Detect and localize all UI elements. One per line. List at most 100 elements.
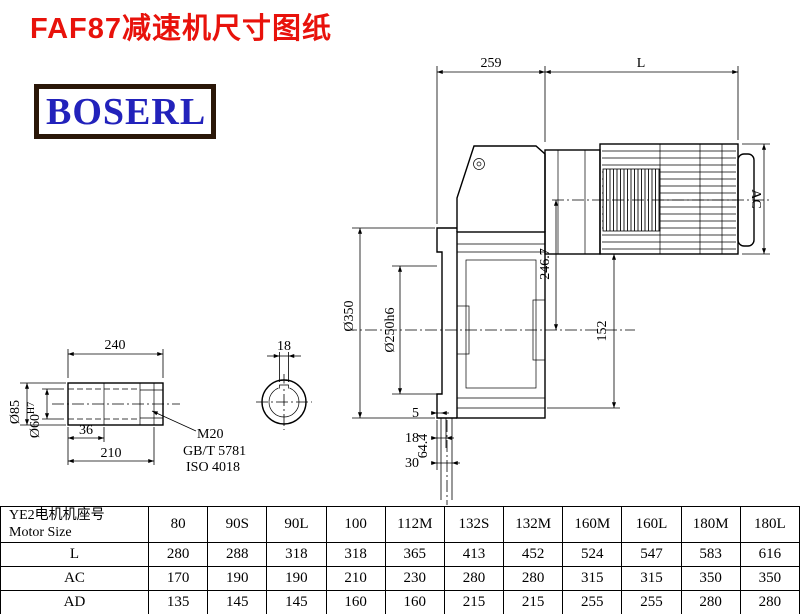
- boserl-logo: BOSERL: [34, 84, 216, 139]
- motor-stator: [602, 168, 661, 232]
- dimension-cell: 315: [562, 566, 623, 591]
- boserl-logo-text: BOSERL: [46, 90, 207, 133]
- dimension-cell: 190: [266, 566, 327, 591]
- dim-bore-60-value: Ø60: [28, 414, 43, 438]
- dimension-cell: 215: [503, 590, 564, 614]
- dimension-cell: 288: [207, 542, 268, 567]
- dimension-cell: 452: [503, 542, 564, 567]
- motor-adapter: [544, 149, 601, 255]
- dim-36: 36: [79, 423, 93, 438]
- row-label: L: [0, 542, 149, 567]
- frame-size-col-header: 160M: [562, 506, 623, 543]
- dimension-cell: 210: [325, 566, 386, 591]
- standard-gbt-label: GB/T 5781: [183, 444, 246, 459]
- dimension-cell: 280: [147, 542, 209, 567]
- bore-hidden-lines: [68, 388, 140, 420]
- bottom-dim-connectors: [437, 412, 452, 464]
- dim-keyway-18: 18: [277, 339, 291, 354]
- dimension-cell: 215: [443, 590, 505, 614]
- dimension-cell: 524: [562, 542, 623, 567]
- dimension-cell: 318: [266, 542, 327, 567]
- dimension-cell: 583: [680, 542, 741, 567]
- frame-size-col-header: 90L: [266, 506, 327, 543]
- dim-bore-60-tolerance: H7: [26, 402, 37, 414]
- dimension-cell: 350: [739, 566, 800, 591]
- row-label: AD: [0, 590, 149, 614]
- dim-240: 240: [105, 338, 126, 353]
- keyway-section-view: 18: [256, 339, 312, 430]
- frame-size-col-header: 90S: [207, 506, 268, 543]
- dim-210: 210: [101, 446, 122, 461]
- thread-leader-line: [151, 410, 197, 432]
- housing-detail-lines: [457, 243, 545, 409]
- dim-30: 30: [405, 456, 419, 471]
- motor-fins: [602, 150, 736, 250]
- thread-label: M20: [197, 427, 223, 442]
- keyway-notch: [279, 384, 289, 389]
- dimension-cell: 255: [621, 590, 682, 614]
- frame-size-col-header: 160L: [621, 506, 682, 543]
- frame-size-col-header: 132S: [443, 506, 505, 543]
- shaft-end-detail: [140, 383, 163, 425]
- dim-259: 259: [481, 56, 502, 71]
- dim-motor-length-L: L: [637, 56, 646, 71]
- keyway-mask: [278, 383, 290, 389]
- page-title: FAF87减速机尺寸图纸: [30, 13, 333, 45]
- frame-size-col-header: 180M: [680, 506, 741, 543]
- dim-shaft-od-85: Ø85: [8, 400, 23, 424]
- dim-240-extension-lines: [67, 349, 164, 378]
- shaft-detail-view: 240 Ø85 Ø60H7 36 210 M20 GB/T 5781 ISO 4…: [8, 338, 246, 475]
- dim-36-extension-lines: [67, 427, 105, 465]
- output-flange: [436, 227, 457, 419]
- dimension-cell: 315: [621, 566, 682, 591]
- dimension-cell: 616: [739, 542, 800, 567]
- motor-body-lines: [659, 144, 723, 254]
- motor: [544, 143, 755, 255]
- dim-64-4: 64.4: [416, 434, 431, 459]
- standard-iso-label: ISO 4018: [186, 460, 240, 475]
- section-outer-circle: [261, 379, 307, 425]
- bottom-extension-lines: [436, 418, 453, 500]
- dimension-cell: 413: [443, 542, 505, 567]
- dimension-cell: 135: [147, 590, 209, 614]
- lifting-eye-icon: [473, 158, 485, 170]
- dimension-cell: 255: [562, 590, 623, 614]
- frame-size-col-header: 112M: [384, 506, 445, 543]
- top-extension-lines: [436, 66, 739, 224]
- dimension-cell: 318: [325, 542, 386, 567]
- motor-size-header-en: Motor Size: [9, 524, 72, 540]
- dim-AC: AC: [748, 189, 763, 208]
- dimension-cell: 160: [384, 590, 445, 614]
- dimension-cell: 145: [266, 590, 327, 614]
- frame-size-col-header: 180L: [739, 506, 800, 543]
- shaft-end-section: [139, 382, 164, 426]
- section-centerlines: [256, 374, 312, 430]
- dimension-cell: 280: [680, 590, 741, 614]
- dimension-cell: 230: [384, 566, 445, 591]
- dim-bore-60: Ø60H7: [26, 402, 43, 438]
- row-label: AC: [0, 566, 149, 591]
- lifting-eye-hole: [476, 161, 482, 167]
- dimension-cell: 280: [503, 566, 564, 591]
- main-view: [436, 145, 546, 419]
- frame-size-col-header: 100: [325, 506, 386, 543]
- gearbox-upper-housing: [456, 145, 546, 232]
- dimension-cell: 160: [325, 590, 386, 614]
- dimension-cell: 365: [384, 542, 445, 567]
- motor-size-header-cn: YE2电机机座号: [9, 507, 105, 523]
- dim-5: 5: [412, 406, 419, 421]
- dim-152: 152: [595, 321, 610, 342]
- dimension-cell: 190: [207, 566, 268, 591]
- motor-adapter-lines: [557, 150, 586, 254]
- main-dimensions: 259 L AC Ø350 Ø250h6 246.7 152: [342, 56, 770, 500]
- dimension-cell: 145: [207, 590, 268, 614]
- centerlines: [345, 199, 770, 505]
- dimension-cell: 280: [739, 590, 800, 614]
- dimension-cell: 350: [680, 566, 741, 591]
